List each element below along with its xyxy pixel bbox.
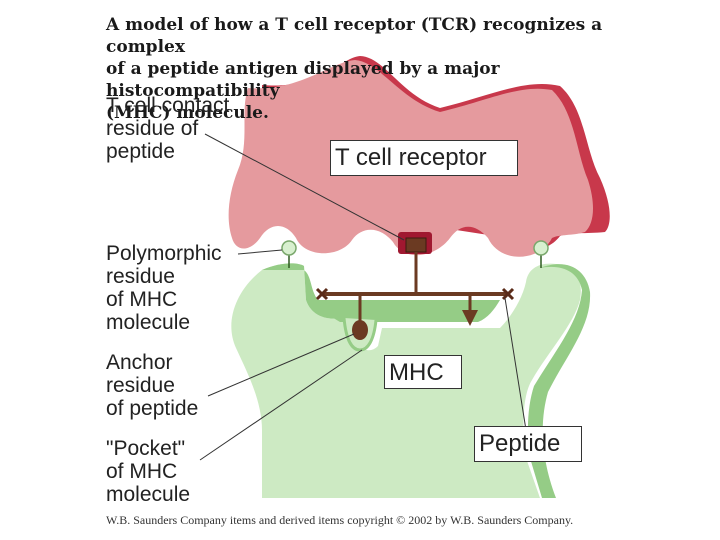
leader-peptide [504, 297, 527, 431]
label-mhc-pocket: "Pocket" of MHC molecule [106, 437, 191, 506]
leader-contact [204, 133, 405, 241]
polymorphic-residue-left [281, 240, 297, 256]
peptide-end-left [315, 287, 329, 301]
diagram-title: A model of how a T cell receptor (TCR) r… [106, 15, 603, 123]
tcr-contact-residue [405, 237, 427, 253]
box-peptide: Peptide [474, 426, 582, 462]
box-t-cell-receptor: T cell receptor [330, 140, 518, 176]
leader-anchor [207, 333, 355, 397]
peptide-end-right [501, 287, 515, 301]
anchor-residue [352, 320, 368, 340]
leader-pocket [199, 349, 363, 461]
label-t-cell-contact-residue: T cell contact residue of peptide [106, 94, 230, 163]
polymorphic-residue-right [533, 240, 549, 256]
box-mhc: MHC [384, 355, 462, 389]
mhc-right-rim [527, 264, 591, 498]
mhc-groove-inner-rim [318, 300, 500, 322]
label-polymorphic-residue: Polymorphic residue of MHC molecule [106, 242, 222, 334]
leader-lines [199, 133, 527, 461]
leader-polymorphic [237, 249, 283, 255]
label-anchor-residue: Anchor residue of peptide [106, 351, 199, 420]
side-residue-arrow [462, 310, 478, 326]
copyright-notice: W.B. Saunders Company items and derived … [106, 513, 574, 527]
